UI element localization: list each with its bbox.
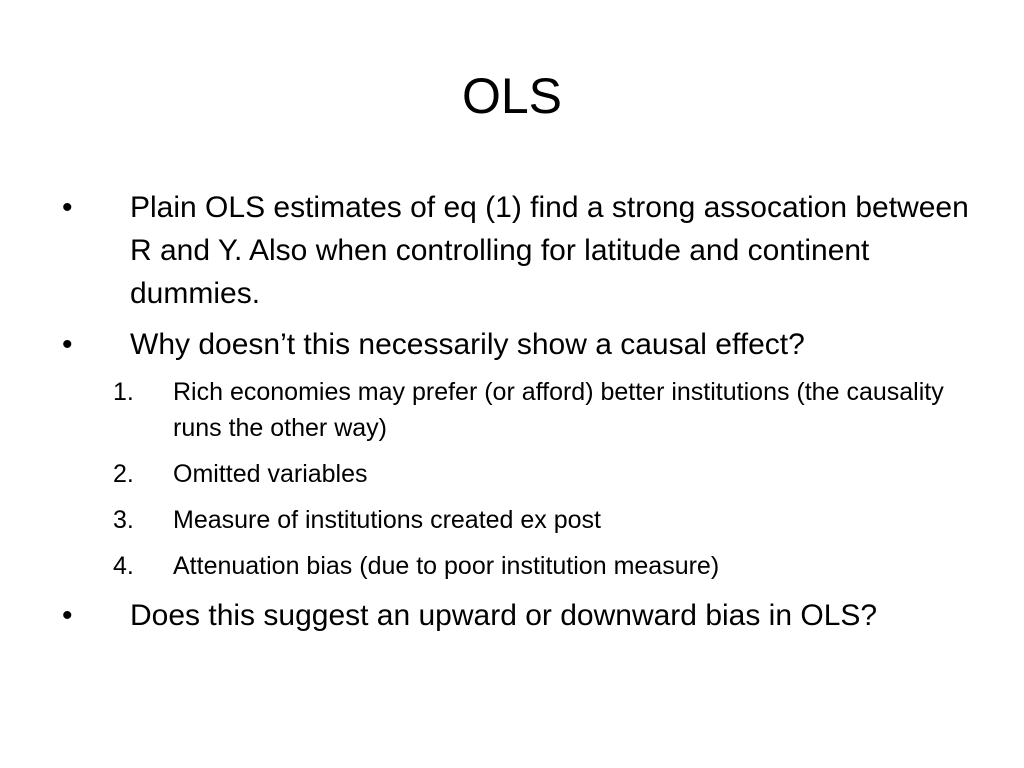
bullet-item: • Why doesn’t this necessarily show a ca… [58, 323, 978, 366]
bullet-marker: • [62, 328, 73, 361]
bullet-item: • Plain OLS estimates of eq (1) find a s… [58, 186, 978, 315]
numbered-item: 3. Measure of institutions created ex po… [58, 502, 978, 538]
slide-title: OLS [461, 68, 563, 124]
slide-content: • Plain OLS estimates of eq (1) find a s… [58, 186, 978, 645]
item-text: Omitted variables [173, 460, 368, 488]
item-number: 2. [113, 460, 134, 488]
item-number: 3. [113, 506, 134, 534]
item-text: Attenuation bias (due to poor institutio… [173, 552, 720, 580]
item-text: Rich economies may prefer (or afford) be… [173, 378, 944, 442]
bullet-marker: • [62, 191, 73, 224]
bullet-text: Why doesn’t this necessarily show a caus… [130, 328, 805, 361]
item-number: 1. [113, 378, 134, 406]
numbered-item: 1. Rich economies may prefer (or afford)… [58, 374, 978, 446]
bullet-text: Plain OLS estimates of eq (1) find a str… [130, 191, 969, 310]
numbered-item: 2. Omitted variables [58, 456, 978, 492]
numbered-item: 4. Attenuation bias (due to poor institu… [58, 548, 978, 584]
bullet-text: Does this suggest an upward or downward … [130, 599, 878, 632]
bullet-marker: • [62, 599, 73, 632]
bullet-item: • Does this suggest an upward or downwar… [58, 594, 978, 637]
numbered-list: 1. Rich economies may prefer (or afford)… [58, 374, 978, 584]
item-text: Measure of institutions created ex post [173, 506, 602, 534]
item-number: 4. [113, 552, 134, 580]
